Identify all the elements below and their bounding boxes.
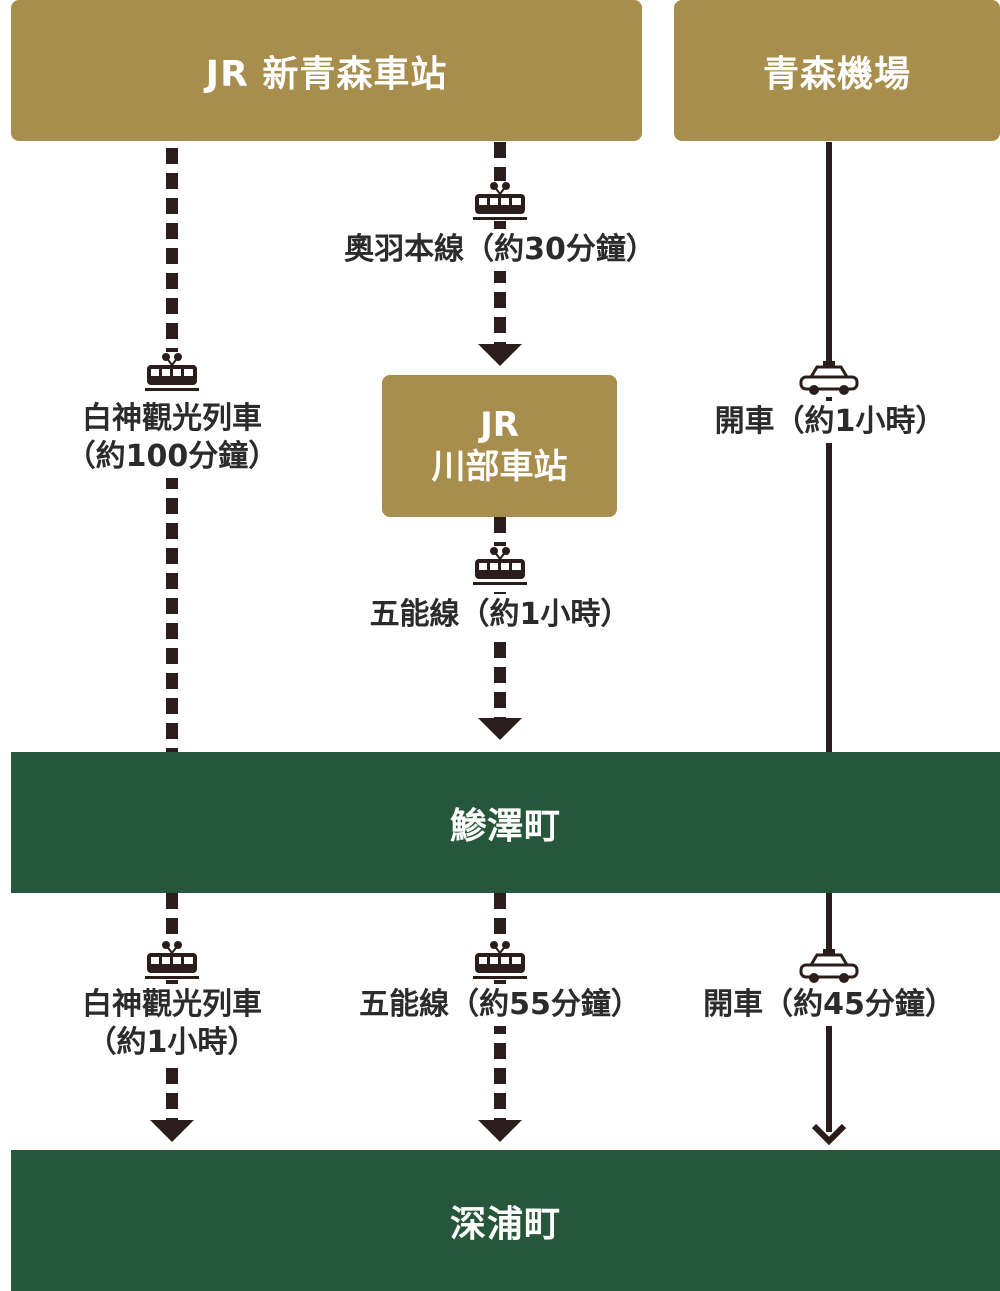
route-label-shirakami-1h: 白神觀光列車 （約1小時） xyxy=(50,984,294,1064)
arrow-head-mid-top xyxy=(478,344,522,366)
route-label-shirakami-1h-line2: （約1小時） xyxy=(86,1025,258,1060)
route-label-drive-1h: 開車（約1小時） xyxy=(712,401,948,443)
route-label-shirakami-100-line2: （約100分鐘） xyxy=(65,439,279,474)
route-label-drive-45m: 開車（約45分鐘） xyxy=(688,984,970,1026)
car-icon xyxy=(799,361,859,401)
train-icon xyxy=(473,546,527,590)
town-fukaura: 深浦町 xyxy=(11,1150,1000,1291)
route-label-gono-55m: 五能線（約55分鐘） xyxy=(345,984,655,1026)
station-shin-aomori: JR 新青森車站 xyxy=(11,0,642,141)
station-kawabe-label-line1: JR xyxy=(480,405,519,445)
town-ajigasawa: 鯵澤町 xyxy=(11,752,1000,893)
town-fukaura-label: 深浦町 xyxy=(449,1203,561,1245)
arrow-head-mid-middle xyxy=(478,718,522,740)
train-icon xyxy=(473,181,527,225)
route-label-gono-1h: 五能線（約1小時） xyxy=(360,594,640,636)
station-kawabe: JR 川部車站 xyxy=(382,375,617,517)
town-ajigasawa-label: 鯵澤町 xyxy=(449,805,561,847)
station-aomori-airport: 青森機場 xyxy=(674,0,1000,141)
station-aomori-airport-label: 青森機場 xyxy=(762,53,911,95)
route-label-shirakami-100-line1: 白神觀光列車 xyxy=(82,401,262,436)
station-kawabe-label-line2: 川部車站 xyxy=(431,447,568,487)
route-label-shirakami-1h-line1: 白神觀光列車 xyxy=(82,987,262,1022)
train-icon xyxy=(473,940,527,984)
train-icon xyxy=(145,352,199,396)
route-label-ouu-line: 奧羽本線（約30分鐘） xyxy=(330,229,670,271)
arrow-head-mid-lower xyxy=(478,1120,522,1142)
route-label-shirakami-100: 白神觀光列車 （約100分鐘） xyxy=(50,398,294,478)
arrow-head-left-lower xyxy=(150,1120,194,1142)
train-icon xyxy=(145,940,199,984)
arrow-head-right-lower xyxy=(811,1123,847,1146)
station-shin-aomori-label: JR 新青森車站 xyxy=(205,53,448,95)
car-icon xyxy=(799,949,859,989)
